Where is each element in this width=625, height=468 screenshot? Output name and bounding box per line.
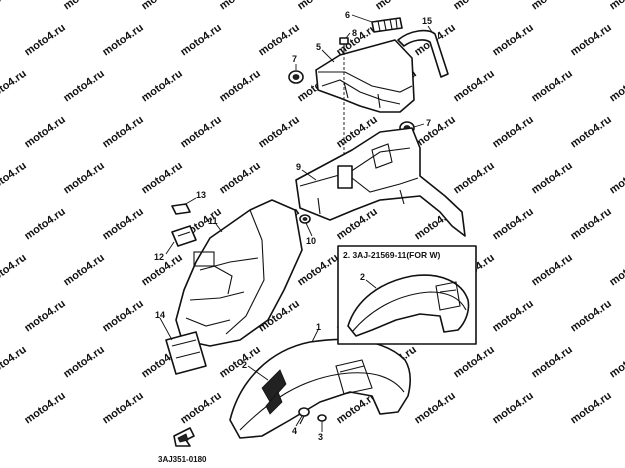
watermark-text: moto4.ru xyxy=(217,0,262,12)
callout-12: 12 xyxy=(154,252,164,262)
callout-3: 3 xyxy=(318,432,323,442)
part-7-nut-left xyxy=(288,70,304,84)
part-1-leader xyxy=(311,329,319,343)
inset-callout-2: 2 xyxy=(360,272,365,282)
watermark-text: moto4.ru xyxy=(607,160,625,197)
callout-15: 15 xyxy=(422,16,432,26)
watermark-text: moto4.ru xyxy=(61,252,106,289)
callout-7-left: 7 xyxy=(292,54,297,64)
watermark-text: moto4.ru xyxy=(61,160,106,197)
arrow-marker-icon xyxy=(173,427,195,447)
watermark-text: moto4.ru xyxy=(568,114,613,151)
part-6-grip xyxy=(371,17,403,33)
watermark-text: moto4.ru xyxy=(490,22,535,59)
watermark-text: moto4.ru xyxy=(61,68,106,105)
watermark-text: moto4.ru xyxy=(0,344,29,381)
callout-8: 8 xyxy=(352,28,357,38)
watermark-text: moto4.ru xyxy=(568,298,613,335)
watermark-text: moto4.ru xyxy=(0,252,29,289)
watermark-text: moto4.ru xyxy=(529,68,574,105)
watermark-text: moto4.ru xyxy=(0,160,29,197)
leader-lines xyxy=(159,14,433,432)
watermark-text: moto4.ru xyxy=(412,390,457,427)
watermark-text: moto4.ru xyxy=(490,206,535,243)
callout-13: 13 xyxy=(196,190,206,200)
watermark-text: moto4.ru xyxy=(256,22,301,59)
part-13-bracket xyxy=(171,203,191,215)
callout-5: 5 xyxy=(316,42,321,52)
part-14-mud-flap xyxy=(165,331,207,375)
part-11-inner-fender xyxy=(175,199,303,347)
part-9-frame-bracket xyxy=(295,127,466,237)
watermark-text: moto4.ru xyxy=(100,298,145,335)
watermark-text: moto4.ru xyxy=(256,114,301,151)
callout-14: 14 xyxy=(155,310,165,320)
watermark-text: moto4.ru xyxy=(529,344,574,381)
part-5-seat-cowl xyxy=(315,39,415,113)
inset-title: 2. 3AJ-21569-11(FOR W) xyxy=(343,250,440,260)
callout-labels: 6 15 8 7 5 7 9 13 11 10 12 14 1 2 4 3 2.… xyxy=(154,10,440,442)
part-15-trim-strip xyxy=(397,29,449,78)
part-10-bolt xyxy=(299,214,311,224)
watermark-text: moto4.ru xyxy=(22,22,67,59)
callout-4: 4 xyxy=(292,426,297,436)
callout-11: 11 xyxy=(208,216,218,226)
watermark-text: moto4.ru xyxy=(139,0,184,12)
watermark-text: moto4.ru xyxy=(568,206,613,243)
watermark-text: moto4.ru xyxy=(217,68,262,105)
watermark-text: moto4.ru xyxy=(529,252,574,289)
watermark-text: moto4.ru xyxy=(295,252,340,289)
watermark-text: moto4.ru xyxy=(178,114,223,151)
watermark-text: moto4.ru xyxy=(568,22,613,59)
watermark-text: moto4.ru xyxy=(22,298,67,335)
watermark-text: moto4.ru xyxy=(217,160,262,197)
watermark-text: moto4.ru xyxy=(607,68,625,105)
watermark-text: moto4.ru xyxy=(178,390,223,427)
watermark-text: moto4.ru xyxy=(61,344,106,381)
watermark-text: moto4.ru xyxy=(0,0,29,12)
watermark-text: moto4.ru xyxy=(451,344,496,381)
watermark-text: moto4.ru xyxy=(451,68,496,105)
watermark-text: moto4.ru xyxy=(607,252,625,289)
watermark-text: moto4.ru xyxy=(139,68,184,105)
watermark-text: moto4.ru xyxy=(100,390,145,427)
callout-7-right: 7 xyxy=(426,118,431,128)
watermark-text: moto4.ru xyxy=(61,0,106,12)
part-4-bolt xyxy=(298,407,310,425)
watermark-text: moto4.ru xyxy=(22,390,67,427)
watermark-text: moto4.ru xyxy=(22,114,67,151)
watermark-text: moto4.ru xyxy=(529,0,574,12)
inset-box xyxy=(337,245,477,345)
watermark-text: moto4.ru xyxy=(100,114,145,151)
watermark-text: moto4.ru xyxy=(607,344,625,381)
callout-10: 10 xyxy=(306,236,316,246)
callout-9: 9 xyxy=(296,162,301,172)
watermark-text: moto4.ru xyxy=(607,0,625,12)
watermark-text: moto4.ru xyxy=(568,390,613,427)
callout-2: 2 xyxy=(242,360,247,370)
watermark-text: moto4.ru xyxy=(490,298,535,335)
watermark-text: moto4.ru xyxy=(373,0,418,12)
callout-6: 6 xyxy=(345,10,350,20)
part-3-washer xyxy=(317,414,327,422)
diagram-code: 3AJ351-0180 xyxy=(158,455,207,464)
watermark-text: moto4.ru xyxy=(451,160,496,197)
watermark-text: moto4.ru xyxy=(178,22,223,59)
watermark-text: moto4.ru xyxy=(295,0,340,12)
callout-1: 1 xyxy=(316,322,321,332)
part-12-reflector xyxy=(171,225,197,247)
part-2-front-fender xyxy=(229,338,411,439)
watermark-text: moto4.ru xyxy=(490,390,535,427)
watermark-text: moto4.ru xyxy=(139,160,184,197)
watermark-text: moto4.ru xyxy=(451,0,496,12)
watermark-text: moto4.ru xyxy=(100,206,145,243)
part-8-bolt xyxy=(339,37,349,52)
watermark-text: moto4.ru xyxy=(490,114,535,151)
watermark-text: moto4.ru xyxy=(0,68,29,105)
watermark-text: moto4.ru xyxy=(100,22,145,59)
watermark-text: moto4.ru xyxy=(529,160,574,197)
watermark-text: moto4.ru xyxy=(22,206,67,243)
